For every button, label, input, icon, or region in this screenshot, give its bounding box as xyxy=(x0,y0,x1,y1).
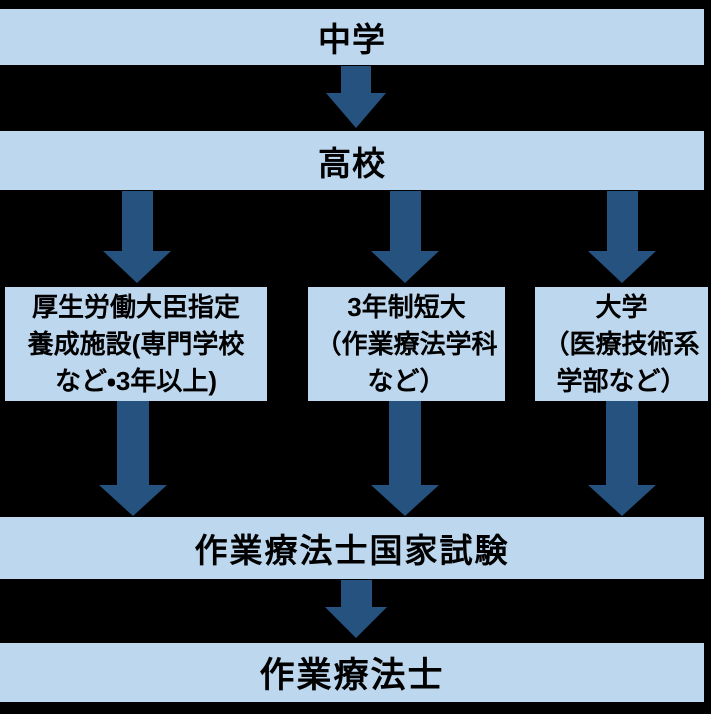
arrow-head xyxy=(326,93,386,128)
node-junior-college-line3: など） xyxy=(367,365,446,396)
down-arrow-icon xyxy=(588,191,656,283)
down-arrow-icon xyxy=(588,401,656,516)
down-arrow-icon xyxy=(371,401,439,516)
arrow-head xyxy=(371,251,439,283)
node-junior-high: 中学 xyxy=(0,9,704,65)
node-training-facility: 厚生労働大臣指定 養成施設(専門学校 など・3年以上) xyxy=(5,287,267,401)
node-university-line1: 大学 xyxy=(595,291,648,322)
down-arrow-icon xyxy=(371,191,439,283)
arrow-shaft xyxy=(117,401,149,485)
arrow-shaft xyxy=(121,191,153,251)
down-arrow-icon xyxy=(99,401,167,516)
node-national-exam: 作業療法士国家試験 xyxy=(0,517,704,579)
node-university-line2: （医療技術系 xyxy=(543,328,700,359)
arrow-head xyxy=(588,251,656,283)
node-junior-high-label: 中学 xyxy=(318,21,386,58)
node-training-facility-line2: 養成施設(専門学校 xyxy=(27,328,245,359)
down-arrow-icon xyxy=(103,191,171,283)
arrow-head xyxy=(588,485,656,516)
node-junior-college-line2: （作業療法学科 xyxy=(315,328,498,359)
arrow-shaft xyxy=(606,191,638,251)
node-university: 大学 （医療技術系 学部など） xyxy=(535,287,708,401)
arrow-head xyxy=(99,485,167,516)
node-university-line3: 学部など） xyxy=(556,365,687,396)
arrow-shaft xyxy=(341,66,371,93)
arrow-shaft xyxy=(340,580,372,607)
node-national-exam-label: 作業療法士国家試験 xyxy=(194,532,510,569)
down-arrow-icon xyxy=(326,66,386,128)
node-occupational-therapist-label: 作業療法士 xyxy=(259,656,445,695)
node-high-school: 高校 xyxy=(0,131,704,190)
arrow-head xyxy=(103,251,171,283)
node-junior-college-line1: 3年制短大 xyxy=(347,291,466,322)
arrow-head xyxy=(325,607,387,638)
arrow-shaft xyxy=(389,401,421,485)
down-arrow-icon xyxy=(325,580,387,638)
node-training-facility-line1: 厚生労働大臣指定 xyxy=(31,291,240,322)
node-high-school-label: 高校 xyxy=(318,144,386,182)
node-occupational-therapist: 作業療法士 xyxy=(0,643,704,702)
node-junior-college: 3年制短大 （作業療法学科 など） xyxy=(308,287,505,401)
arrow-head xyxy=(371,485,439,516)
node-training-facility-line3: など・3年以上) xyxy=(55,365,217,396)
arrow-shaft xyxy=(606,401,638,485)
arrow-shaft xyxy=(389,191,421,251)
